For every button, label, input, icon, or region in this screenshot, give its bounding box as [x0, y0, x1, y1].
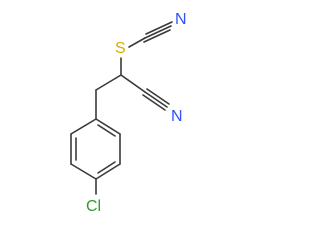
structure-diagram: S N N Cl	[70, 11, 187, 215]
ring-double-bond-a	[97, 124, 116, 137]
triple-bond-c-n-middle	[145, 21, 173, 35]
nitrile-triple-outer	[144, 91, 168, 108]
bond-ch-c	[120, 74, 146, 93]
bond-ch-ch2	[95, 74, 122, 91]
chlorine-atom-label: Cl	[86, 198, 101, 215]
sulfur-atom-label: S	[115, 40, 126, 57]
nitrile-nitrogen-label: N	[171, 108, 183, 125]
nitrile-triple-inner	[142, 94, 166, 111]
thiocyanate-nitrogen-label: N	[175, 11, 187, 28]
ring-bond-6	[70, 118, 97, 135]
triple-bond-c-n-inner	[143, 29, 171, 43]
bond-s-c	[128, 37, 146, 48]
ring-bond-3	[95, 163, 121, 180]
triple-bond-c-n-outer	[144, 25, 172, 39]
ring-double-bond-b	[97, 161, 116, 174]
nitrile-triple-middle	[146, 88, 170, 105]
ring-bond-1	[95, 118, 121, 135]
ring-bond-4	[70, 163, 97, 180]
